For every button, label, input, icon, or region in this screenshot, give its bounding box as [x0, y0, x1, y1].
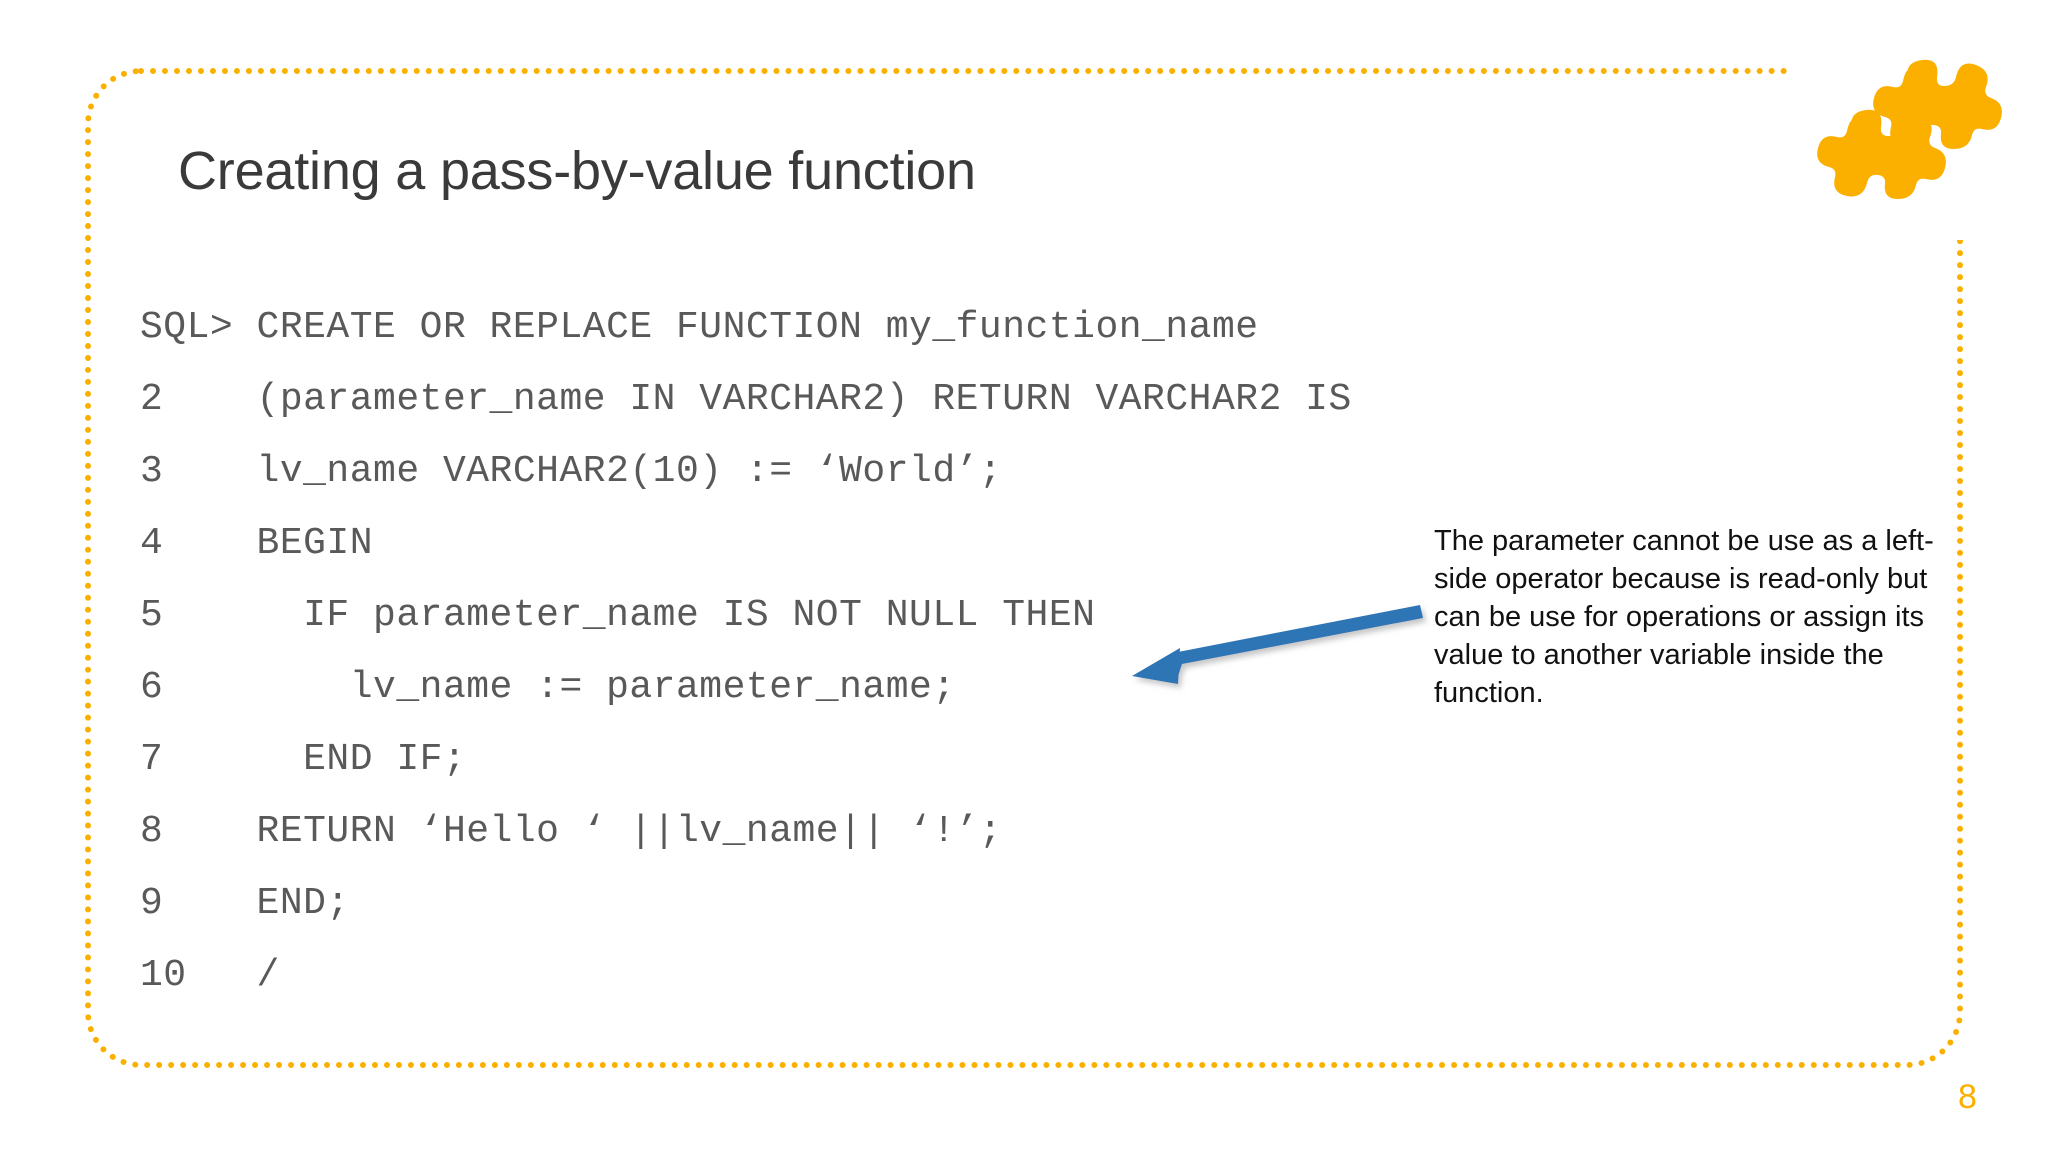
code-line: 5 IF parameter_name IS NOT NULL THEN: [140, 594, 1096, 637]
code-block: SQL> CREATE OR REPLACE FUNCTION my_funct…: [140, 292, 1352, 1012]
code-line: 3 lv_name VARCHAR2(10) := ‘World’;: [140, 450, 1003, 493]
code-line: 8 RETURN ‘Hello ‘ ||lv_name|| ‘!’;: [140, 810, 1003, 853]
code-line: 6 lv_name := parameter_name;: [140, 666, 956, 709]
code-line: 9 END;: [140, 882, 350, 925]
code-line: SQL> CREATE OR REPLACE FUNCTION my_funct…: [140, 306, 1259, 349]
code-line: 10 /: [140, 954, 280, 997]
annotation-text: The parameter cannot be use as a left-si…: [1434, 525, 1934, 709]
code-line: 2 (parameter_name IN VARCHAR2) RETURN VA…: [140, 378, 1352, 421]
page-number: 8: [1958, 1078, 1977, 1116]
callout-arrow-icon: [1120, 590, 1460, 700]
puzzle-pieces-icon: [1800, 52, 2010, 232]
code-line: 4 BEGIN: [140, 522, 374, 565]
code-line: 7 END IF;: [140, 738, 467, 781]
page-title: Creating a pass-by-value function: [178, 141, 976, 201]
